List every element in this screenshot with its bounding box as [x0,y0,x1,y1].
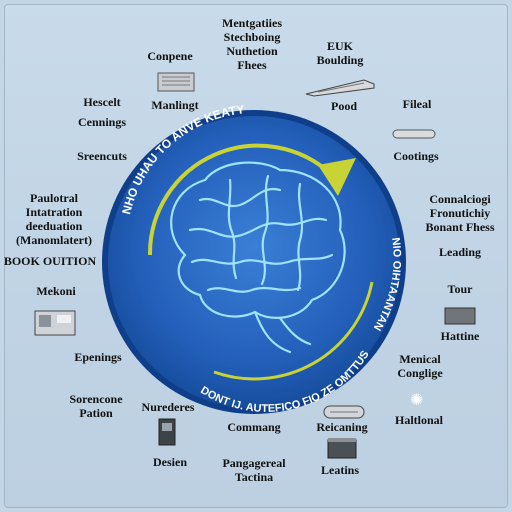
label-bottom-1: Nurederes [141,400,195,414]
label-left-5: BOOK OUITION [3,254,97,268]
label-bottom-3: Commang [227,420,281,434]
book-stack-thumbnail [157,72,195,92]
sparkle-icon: ✺ [410,390,423,409]
label-right-2: Cootings [393,149,439,163]
label-right-4: Leading [438,245,482,259]
train-thumbnail [305,79,375,97]
label-bottom-6: Leatins [320,463,360,477]
cylinder-thumbnail [392,129,436,139]
label-left-7: Epenings [74,350,122,364]
brain-icon [170,161,346,354]
box-thumbnail [327,438,357,459]
label-bottom-2: Desien [153,455,187,469]
label-right-6: Hattine [440,329,480,343]
label-right-pood: Pood [330,99,358,113]
label-left-3: Sreencuts [77,149,127,163]
label-bottom-4: Reicaning [316,420,368,434]
label-right-5: Tour [447,282,473,296]
label-left-1: Hescelt [83,95,121,109]
label-top-left: Conpene [147,49,193,63]
roll-thumbnail [323,405,365,419]
device-thumbnail [158,418,176,446]
machine-thumbnail [34,310,76,336]
label-left-1b: Manlingt [151,98,199,112]
cycle-arrow [147,143,374,381]
label-left-6: Mekoni [36,284,76,298]
label-left-2: Cennings [77,115,127,129]
label-right-8: Haltlonal [394,413,444,427]
svg-text:✺: ✺ [410,390,423,409]
block-thumbnail [444,307,476,325]
label-right-fileal: Fileal [402,97,432,111]
